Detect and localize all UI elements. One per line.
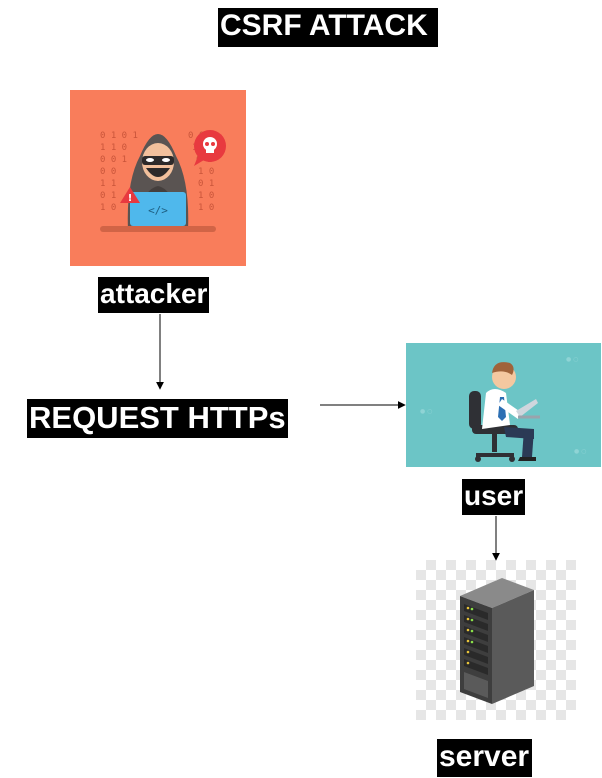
- svg-text:0 1: 0 1: [100, 191, 116, 201]
- user-label: user: [462, 479, 526, 515]
- svg-text:0 0: 0 0: [100, 167, 116, 177]
- svg-text:1 0: 1 0: [198, 203, 214, 213]
- svg-text:● ○: ● ○: [566, 356, 578, 363]
- request-https-label: REQUEST HTTPs: [27, 399, 288, 438]
- hacker-laptop-icon: 0 1 0 1 1 1 0 0 0 1 0 0 1 1 0 1 1 0 0 0 …: [100, 130, 226, 232]
- man-at-laptop-icon: ● ○ ● ○ ● ○: [420, 356, 586, 462]
- svg-text:1 0: 1 0: [100, 203, 116, 213]
- svg-text:0 1 0 1: 0 1 0 1: [100, 131, 138, 141]
- svg-text:!: !: [128, 193, 133, 204]
- attacker-illustration: 0 1 0 1 1 1 0 0 0 1 0 0 1 1 0 1 1 0 0 0 …: [70, 90, 246, 266]
- attacker-label: attacker: [98, 277, 210, 313]
- svg-text:0 0 1: 0 0 1: [100, 155, 127, 165]
- svg-text:0 1: 0 1: [198, 179, 214, 189]
- svg-text:1 0: 1 0: [198, 167, 214, 177]
- svg-text:● ○: ● ○: [420, 408, 432, 415]
- user-illustration: ● ○ ● ○ ● ○: [406, 343, 601, 467]
- server-label: server: [437, 739, 533, 777]
- svg-text:● ○: ● ○: [574, 448, 586, 455]
- svg-text:1 1: 1 1: [100, 179, 116, 189]
- server-illustration: [416, 560, 576, 720]
- svg-text:1 0: 1 0: [198, 191, 214, 201]
- server-rack-icon: [460, 578, 534, 704]
- svg-text:1 1 0: 1 1 0: [100, 143, 127, 153]
- svg-text:</>: </>: [148, 204, 168, 217]
- svg-text:0 0: 0 0: [188, 131, 204, 141]
- diagram-title: CSRF ATTACK: [218, 8, 438, 47]
